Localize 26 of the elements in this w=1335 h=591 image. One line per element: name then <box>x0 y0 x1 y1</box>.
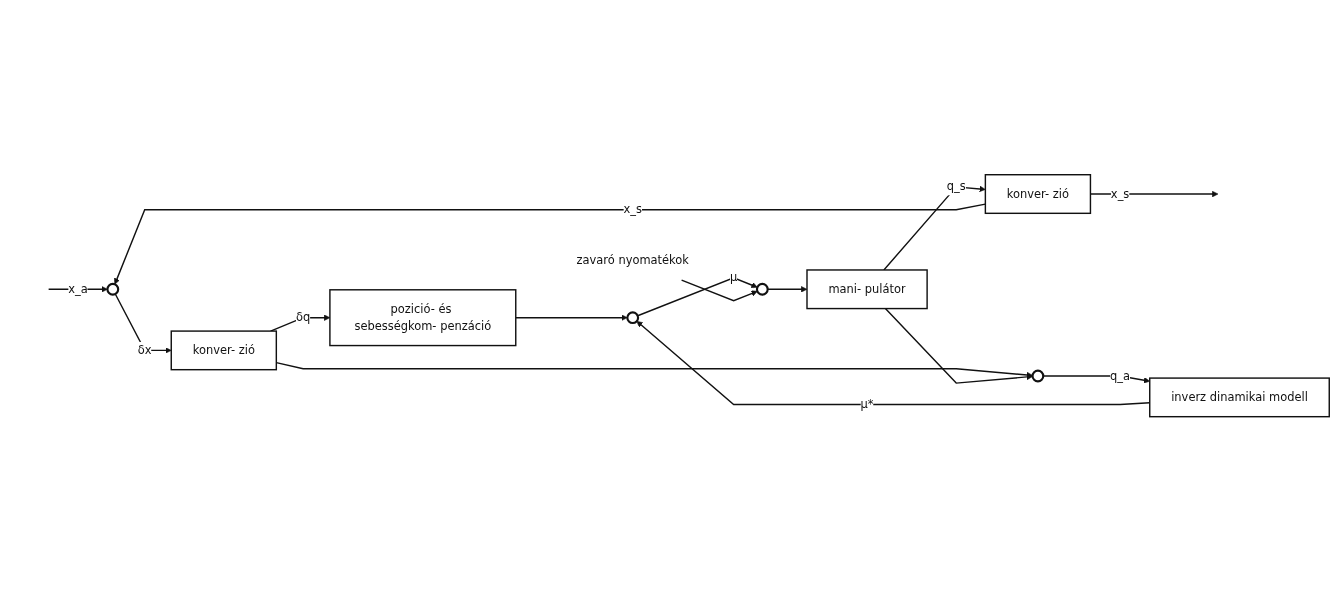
edge-label: x_s <box>1110 186 1130 201</box>
arrow <box>114 293 172 354</box>
node-circle <box>1031 369 1045 383</box>
arrow <box>515 314 628 321</box>
edge-label: q_a <box>1110 368 1131 383</box>
arrow <box>884 307 1033 384</box>
edge-label: x_s <box>623 202 642 216</box>
node-text: zavaró nyomatékok <box>576 253 689 268</box>
edge-label: μ <box>730 270 738 285</box>
node-circle <box>755 282 769 296</box>
edge-label: δq <box>295 310 311 324</box>
edge-label: x_a <box>68 281 88 296</box>
arrow <box>766 285 808 293</box>
edge-label: δx <box>137 343 152 357</box>
node-box: inverz dinamikai modell <box>1149 377 1330 418</box>
node-box: mani- pulátor <box>806 269 928 310</box>
node-circle <box>106 282 120 296</box>
edge-label: q_s <box>946 179 966 194</box>
node-box: pozició- és sebességkom- penzáció <box>329 288 517 347</box>
node-box: konver- zió <box>170 330 278 371</box>
edge-label: μ* <box>860 397 874 411</box>
arrow <box>680 279 758 302</box>
arrow <box>637 276 758 317</box>
node-circle <box>626 311 640 324</box>
arrow <box>883 185 986 271</box>
node-box: konver- zió <box>984 173 1092 214</box>
